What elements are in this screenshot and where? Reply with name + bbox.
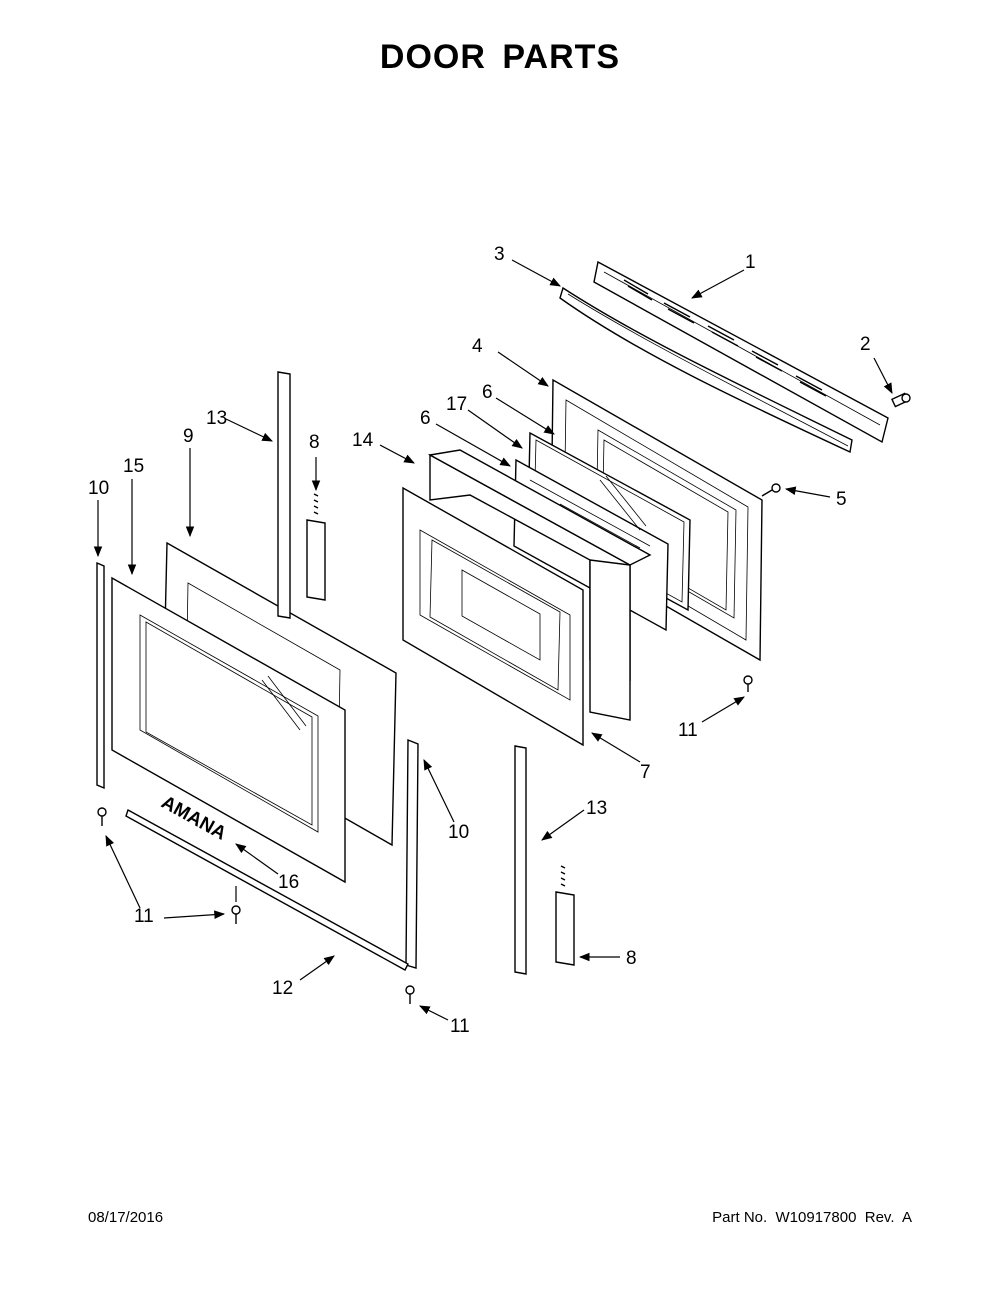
callout-6b: 6 [420, 408, 431, 429]
callout-12: 12 [272, 978, 293, 999]
callout-10b: 10 [448, 822, 469, 843]
callout-2: 2 [860, 334, 871, 355]
callout-4: 4 [472, 336, 483, 357]
callout-labels: 1 2 3 4 5 6 6 7 8 8 9 10 10 11 11 11 11 … [88, 244, 871, 1037]
screw-11-a [743, 675, 753, 692]
callout-11b: 11 [134, 906, 154, 927]
bottom-trim [125, 808, 409, 971]
footer-part-number: Part No. W10917800 Rev. A [712, 1209, 912, 1226]
callout-9: 9 [183, 426, 194, 447]
hinge-upper [306, 493, 326, 601]
screw-11-d [405, 985, 415, 1004]
hinge-lower [555, 865, 575, 966]
hinge-channel-lower [514, 745, 527, 975]
callout-17: 17 [446, 394, 467, 415]
trim-strip-left [96, 561, 105, 790]
footer-date: 08/17/2016 [88, 1209, 164, 1226]
callout-11c: 11 [450, 1016, 470, 1037]
callout-5: 5 [836, 489, 847, 510]
callout-8a: 8 [309, 432, 320, 453]
leader-lines [93, 259, 893, 1021]
callout-13b: 13 [586, 798, 607, 819]
hinge-channel-upper [277, 371, 291, 619]
door-liner [402, 486, 584, 747]
callout-6a: 6 [482, 382, 493, 403]
screw-11-c [231, 905, 241, 924]
screw-2 [891, 392, 911, 408]
screw-5 [761, 483, 781, 497]
vent-trim-bar [593, 260, 889, 444]
door-handle [559, 286, 853, 454]
callout-15: 15 [123, 456, 144, 477]
callout-11a: 11 [678, 720, 698, 741]
screw-11-b [97, 807, 107, 826]
trim-strip-right [405, 738, 419, 969]
callout-7: 7 [640, 762, 651, 783]
callout-16: 16 [278, 872, 299, 893]
callout-1: 1 [745, 252, 756, 273]
insulation-block [427, 449, 652, 721]
callout-14: 14 [352, 430, 374, 451]
page-title: DOOR PARTS [379, 38, 621, 76]
callout-3: 3 [494, 244, 505, 265]
callout-10a: 10 [88, 478, 109, 499]
callout-13a: 13 [206, 408, 227, 429]
callout-8b: 8 [626, 948, 637, 969]
